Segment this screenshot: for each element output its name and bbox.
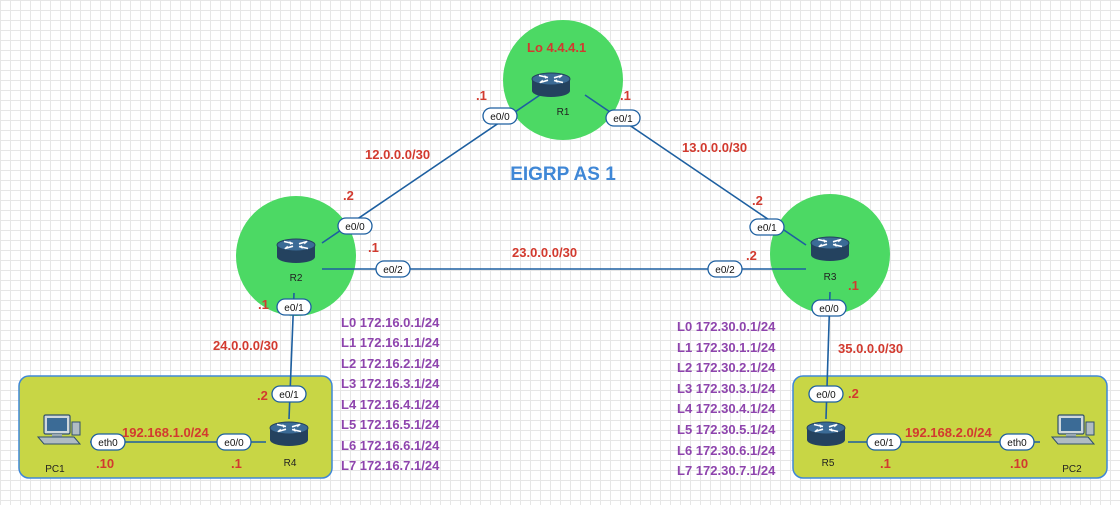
subnet-label-r1-r3: 13.0.0.0/30 (682, 140, 747, 155)
host-label: .1 (848, 278, 859, 293)
r1-loopback-label: Lo 4.4.4.1 (527, 40, 586, 55)
iface-r4-e0-1[interactable]: e0/1 (271, 385, 307, 403)
router-r1[interactable]: R1 (531, 72, 571, 118)
iface-label: e0/1 (284, 303, 304, 314)
loopback-item: L2 172.16.2.1/24 (341, 356, 440, 371)
device-label-r5: R5 (822, 458, 835, 469)
iface-r1-e0-1[interactable]: e0/1 (605, 109, 641, 127)
host-label: .2 (752, 193, 763, 208)
iface-label: eth0 (1007, 438, 1027, 449)
router-icon (531, 72, 571, 98)
host-label: .2 (848, 386, 859, 401)
loopback-item: L3 172.30.3.1/24 (677, 381, 776, 396)
host-label: .1 (368, 240, 379, 255)
iface-label: e0/2 (383, 265, 403, 276)
pc-pc2[interactable]: PC2 (1051, 414, 1095, 475)
iface-label: e0/2 (715, 265, 735, 276)
router-r4[interactable]: R4 (269, 421, 309, 469)
iface-r5-e0-0[interactable]: e0/0 (808, 385, 844, 403)
iface-r3-e0-1[interactable]: e0/1 (749, 218, 785, 236)
iface-label: e0/0 (224, 438, 244, 449)
iface-r5-e0-1[interactable]: e0/1 (866, 433, 902, 451)
diagram-title: EIGRP AS 1 (510, 164, 616, 185)
host-label: .1 (476, 88, 487, 103)
host-label: .1 (231, 456, 242, 471)
loopback-item: L4 172.30.4.1/24 (677, 401, 776, 416)
r2-loopback-list: L0 172.16.0.1/24 L1 172.16.1.1/24 L2 172… (341, 315, 440, 473)
device-label-r2: R2 (290, 273, 303, 284)
subnet-label-r5-pc2: 192.168.2.0/24 (905, 425, 993, 440)
iface-r2-e0-2[interactable]: e0/2 (375, 260, 411, 278)
loopback-item: L5 172.16.5.1/24 (341, 417, 440, 432)
iface-pc2-eth0[interactable]: eth0 (999, 433, 1035, 451)
router-r5[interactable]: R5 (806, 421, 846, 469)
iface-r3-e0-0[interactable]: e0/0 (811, 299, 847, 317)
router-r2[interactable]: R2 (276, 238, 316, 284)
host-label: .2 (343, 188, 354, 203)
router-icon (276, 238, 316, 264)
router-icon (810, 236, 850, 262)
iface-label: e0/0 (490, 112, 510, 123)
subnet-label-r2-r3: 23.0.0.0/30 (512, 245, 577, 260)
iface-r2-e0-0[interactable]: e0/0 (337, 217, 373, 235)
lan-area-right (792, 375, 1108, 479)
router-icon (806, 421, 846, 447)
subnet-label-r1-r2: 12.0.0.0/30 (365, 147, 430, 162)
loopback-item: L0 172.16.0.1/24 (341, 315, 440, 330)
host-label: .2 (746, 248, 757, 263)
loopback-item: L7 172.16.7.1/24 (341, 458, 440, 473)
iface-r1-e0-0[interactable]: e0/0 (482, 107, 518, 125)
subnet-label-r4-pc1: 192.168.1.0/24 (122, 425, 210, 440)
router-icon (269, 421, 309, 447)
loopback-item: L3 172.16.3.1/24 (341, 376, 440, 391)
loopback-item: L6 172.30.6.1/24 (677, 443, 776, 458)
iface-r2-e0-1[interactable]: e0/1 (276, 298, 312, 316)
loopback-item: L6 172.16.6.1/24 (341, 438, 440, 453)
loopback-item: L2 172.30.2.1/24 (677, 360, 776, 375)
r3-loopback-list: L0 172.30.0.1/24 L1 172.30.1.1/24 L2 172… (677, 319, 776, 478)
subnet-label-r3-r5: 35.0.0.0/30 (838, 341, 903, 356)
loopback-item: L4 172.16.4.1/24 (341, 397, 440, 412)
device-label-pc2: PC2 (1062, 464, 1082, 475)
lan-area-left (18, 375, 333, 479)
device-label-r3: R3 (824, 272, 837, 283)
router-r3[interactable]: R3 (810, 236, 850, 283)
iface-pc1-eth0[interactable]: eth0 (90, 433, 126, 451)
iface-label: e0/1 (613, 114, 633, 125)
host-label: .10 (1010, 456, 1028, 471)
loopback-item: L1 172.30.1.1/24 (677, 340, 776, 355)
loopback-item: L1 172.16.1.1/24 (341, 335, 440, 350)
iface-label: e0/0 (345, 222, 365, 233)
pc-pc1[interactable]: PC1 (37, 414, 81, 475)
iface-r4-e0-0[interactable]: e0/0 (216, 433, 252, 451)
iface-label: e0/1 (279, 390, 299, 401)
host-label: .1 (258, 297, 269, 312)
device-label-r4: R4 (284, 458, 297, 469)
iface-label: e0/1 (757, 223, 777, 234)
iface-r3-e0-2[interactable]: e0/2 (707, 260, 743, 278)
loopback-item: L0 172.30.0.1/24 (677, 319, 776, 334)
host-label: .10 (96, 456, 114, 471)
device-label-pc1: PC1 (45, 464, 65, 475)
host-label: .1 (620, 88, 631, 103)
iface-label: e0/0 (819, 304, 839, 315)
iface-label: e0/0 (816, 390, 836, 401)
device-label-r1: R1 (557, 107, 570, 118)
loopback-item: L5 172.30.5.1/24 (677, 422, 776, 437)
subnet-label-r2-r4: 24.0.0.0/30 (213, 338, 278, 353)
loopback-item: L7 172.30.7.1/24 (677, 463, 776, 478)
host-label: .2 (257, 388, 268, 403)
iface-label: eth0 (98, 438, 118, 449)
host-label: .1 (880, 456, 891, 471)
iface-label: e0/1 (874, 438, 894, 449)
